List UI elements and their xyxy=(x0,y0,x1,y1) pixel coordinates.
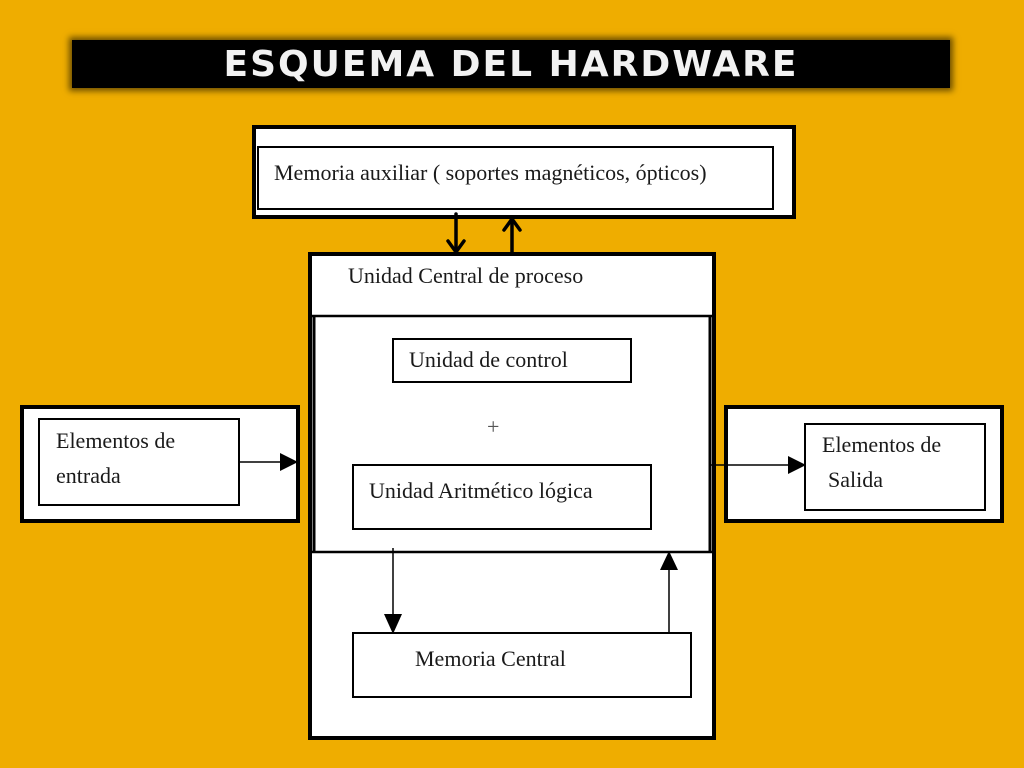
control-unit-box xyxy=(392,338,632,383)
output-inner-box xyxy=(804,423,986,511)
title-bar: ESQUEMA DEL HARDWARE xyxy=(72,40,950,88)
control-unit-label: Unidad de control xyxy=(409,347,568,372)
input-label-line1: Elementos de xyxy=(56,428,176,453)
central-memory-box xyxy=(352,632,692,698)
aux-to-cpu-arrow xyxy=(446,212,466,255)
slide-title: ESQUEMA DEL HARDWARE xyxy=(223,44,799,85)
output-label-line1: Elementos de xyxy=(822,432,942,457)
output-label-line2: Salida xyxy=(828,467,883,492)
auxiliary-memory-label: Memoria auxiliar ( soportes magnéticos, … xyxy=(274,160,707,185)
input-label-line2: entrada xyxy=(56,463,121,488)
central-memory-label: Memoria Central xyxy=(415,646,566,671)
alu-label: Unidad Aritmético lógica xyxy=(369,478,593,503)
input-inner-box xyxy=(38,418,240,506)
cpu-label: Unidad Central de proceso xyxy=(348,263,584,288)
auxiliary-memory-inner-box xyxy=(257,146,774,210)
cpu-to-aux-arrow xyxy=(502,216,522,256)
plus-sign: + xyxy=(487,414,500,439)
alu-box xyxy=(352,464,652,530)
